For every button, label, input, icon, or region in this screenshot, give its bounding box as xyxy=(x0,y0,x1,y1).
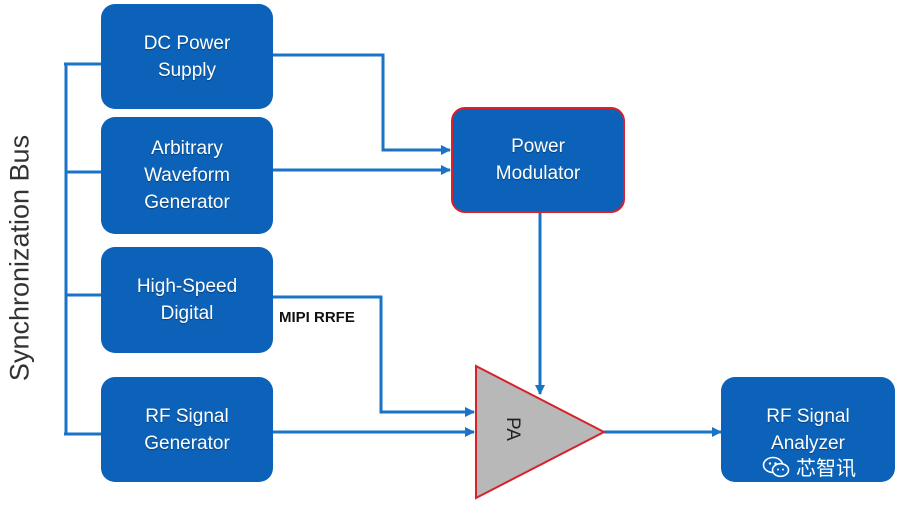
synchronization-bus-label: Synchronization Bus xyxy=(4,134,35,382)
dc-power-supply-box: DC Power Supply xyxy=(101,4,273,109)
rf-signal-analyzer-box: RF Signal Analyzer xyxy=(721,377,895,482)
pa-label: PA xyxy=(501,417,523,441)
high-speed-digital-box: High-Speed Digital xyxy=(101,247,273,353)
watermark: 芯智讯 xyxy=(762,452,856,481)
arbitrary-waveform-generator-box: Arbitrary Waveform Generator xyxy=(101,117,273,234)
rf-signal-generator-box: RF Signal Generator xyxy=(101,377,273,482)
wechat-icon xyxy=(762,456,790,477)
watermark-text: 芯智讯 xyxy=(796,456,856,480)
dc-to-modulator-arrow xyxy=(273,53,451,155)
hsd-to-pa-arrow xyxy=(273,295,475,417)
mipi-rrfe-label: MIPI RRFE xyxy=(279,309,355,326)
pa-triangle xyxy=(475,364,607,500)
power-modulator-box: Power Modulator xyxy=(451,107,625,213)
